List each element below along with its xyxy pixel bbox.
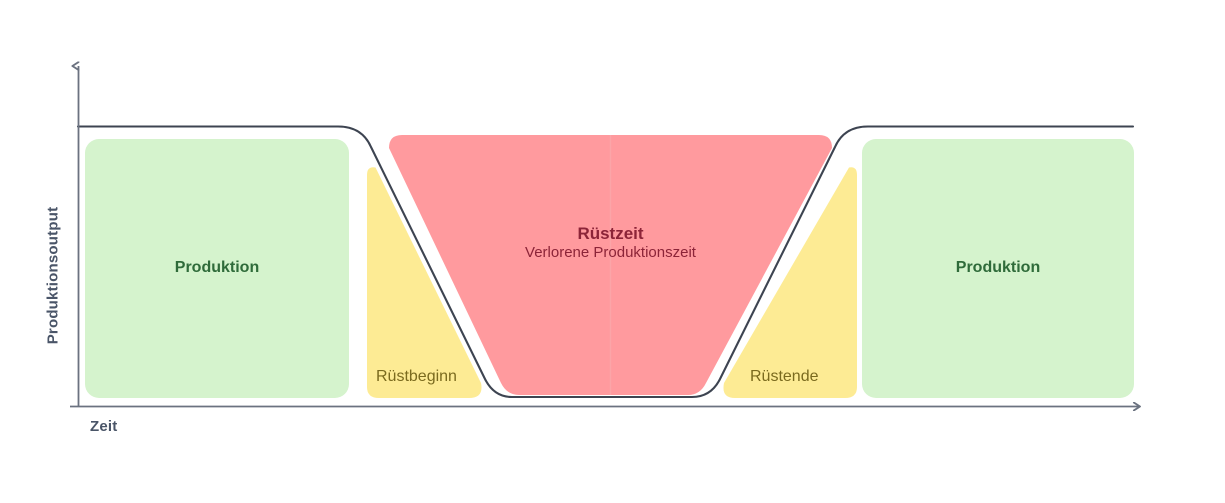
x-axis-label: Zeit — [90, 418, 118, 435]
y-axis-label: Produktionsoutput — [44, 206, 62, 345]
region-setup-end — [723, 167, 857, 398]
output-curve — [76, 125, 1135, 399]
region-production-right — [862, 139, 1134, 398]
region-setup-start — [367, 167, 482, 398]
region-production-left — [85, 139, 349, 398]
